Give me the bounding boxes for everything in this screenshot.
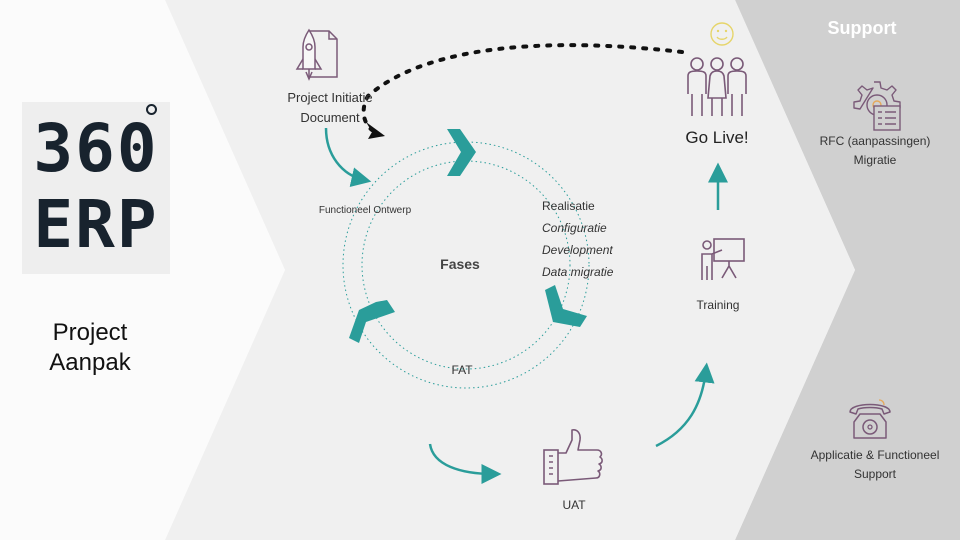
label-support-item: Applicatie & Functioneel Support [790, 446, 960, 484]
gear-settings-icon [853, 81, 901, 131]
loop-arrowhead [366, 122, 385, 139]
team-icon [687, 57, 747, 116]
realisatie-item: Data migratie [542, 265, 614, 279]
realisatie-title: Realisatie [542, 199, 595, 213]
smiley-icon [710, 22, 734, 46]
label-fat: FAT [451, 363, 473, 377]
section-title-line-2: Aanpak [49, 349, 131, 376]
phases-chevron [165, 0, 855, 540]
label-rfc-line-1: RFC (aanpassingen) [819, 134, 931, 148]
label-project-initiatie: Project Initiatie Document [250, 88, 410, 128]
telephone-icon [849, 399, 891, 439]
label-fases: Fases [440, 256, 480, 272]
label-project-initiatie-line-2: Document [300, 110, 360, 125]
rocket-document-icon [295, 28, 338, 81]
logo-line-1: 360 [33, 110, 159, 187]
phase-ring-outer [342, 141, 590, 389]
arrow-uat-to-training [655, 362, 715, 448]
label-go-live: Go Live! [685, 128, 749, 147]
arrow-fat-to-uat [428, 443, 502, 484]
label-rfc: RFC (aanpassingen) Migratie [800, 132, 950, 170]
logo: 360 ERP [22, 102, 170, 274]
label-uat: UAT [562, 498, 586, 512]
label-support-item-line-2: Support [853, 467, 897, 481]
support-header: Support [827, 18, 897, 38]
logo-degree-mark [146, 104, 157, 115]
arrow-pid-to-fo [324, 127, 372, 187]
thumbs-up-icon [543, 429, 603, 485]
label-realisatie: Realisatie Configuratie Development Data… [542, 195, 613, 283]
realisatie-item: Development [542, 243, 613, 257]
realisatie-item: Configuratie [542, 221, 607, 235]
phase-ring-inner [361, 160, 571, 370]
logo-line-2: ERP [33, 186, 159, 263]
cycle-chevron-left [349, 300, 395, 343]
label-training: Training [696, 298, 740, 312]
label-support-item-line-1: Applicatie & Functioneel [810, 448, 940, 462]
cycle-chevron-right [545, 285, 587, 327]
label-project-initiatie-line-1: Project Initiatie [287, 90, 373, 105]
label-functioneel-ontwerp: Functioneel Ontwerp [318, 205, 412, 216]
training-board-icon [701, 238, 745, 280]
label-rfc-line-2: Migratie [853, 153, 897, 167]
cycle-chevron-top [447, 129, 476, 176]
section-title: Project Aanpak [20, 318, 160, 378]
section-title-line-1: Project [52, 319, 128, 346]
support-panel [735, 0, 960, 540]
